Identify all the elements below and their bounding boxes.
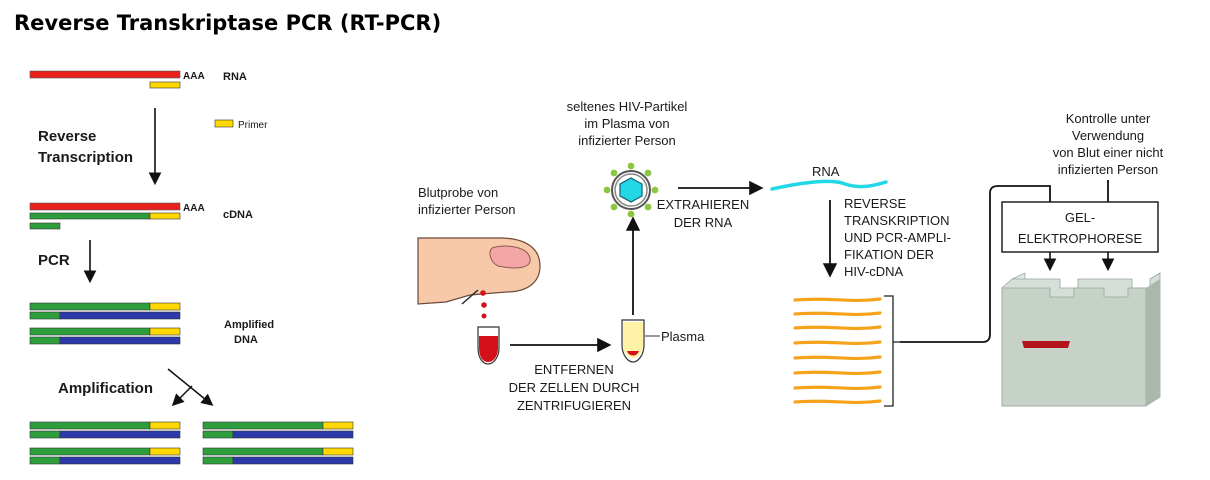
control-label-1: Kontrolle unter (1066, 111, 1151, 126)
remove-cells-label-1: ENTFERNEN (534, 362, 613, 377)
blood-drop-3 (481, 313, 487, 319)
pcr-label: PCR (38, 252, 70, 269)
extract-label-1: EXTRAHIEREN (657, 197, 749, 212)
rna-strand (29, 70, 181, 79)
plasma-label: Plasma (661, 329, 705, 344)
amplification-label: Amplification (58, 380, 153, 397)
amplification-arrow-right (167, 368, 214, 406)
control-label-4: infizierten Person (1058, 162, 1158, 177)
hiv-label-3: infizierter Person (578, 133, 676, 148)
blood-drop-1 (480, 290, 486, 296)
rt-label-3: UND PCR-AMPLI- (844, 230, 951, 245)
sample-to-gel-line (900, 185, 1051, 343)
cdna-green-strand (29, 212, 151, 220)
gel-slab (1001, 272, 1161, 407)
rna-label: RNA (223, 71, 247, 83)
amplification-arrow-left (171, 385, 193, 407)
gel-label-2: ELEKTROPHORESE (1018, 231, 1143, 246)
plasma-tube (621, 319, 645, 363)
gel-label-1: GEL- (1065, 210, 1095, 225)
rna-right-label: RNA (812, 164, 840, 179)
hiv-label-2: im Plasma von (584, 116, 669, 131)
amplified-dna-pair-2 (29, 327, 181, 345)
product-dna-4 (202, 447, 354, 465)
extract-label-2: DER RNA (674, 215, 733, 230)
product-dna-3 (202, 421, 354, 439)
primer-legend-label: Primer (238, 120, 268, 131)
primer-on-rna (149, 81, 181, 89)
right-panel: Blutprobe von infizierter Person ENTFERN… (417, 99, 1164, 413)
rt-label-1: REVERSE (844, 196, 906, 211)
hiv-particle-icon (603, 162, 659, 218)
gel-band (1022, 341, 1070, 348)
rt-label-5: HIV-cDNA (844, 264, 904, 279)
amplified-dna-pair-1 (29, 302, 181, 320)
amplified-cdna-strands (793, 297, 882, 405)
cdna-rna-strand (29, 202, 181, 211)
cdna-primer (149, 212, 181, 220)
strands-bracket (884, 295, 900, 407)
gel-electrophoresis-box (1001, 201, 1159, 253)
cdna-polya-label: AAA (183, 203, 205, 214)
remove-cells-label-2: DER ZELLEN DURCH (509, 380, 640, 395)
amplified-label: Amplified (224, 319, 274, 331)
finger-illustration (417, 237, 541, 305)
blood-sample-label-1: Blutprobe von (418, 185, 498, 200)
primer-legend-swatch (214, 119, 234, 128)
blood-drop-2 (481, 302, 487, 308)
page-title: Reverse Transkriptase PCR (RT-PCR) (14, 11, 442, 35)
polya-label: AAA (183, 71, 205, 82)
remove-cells-label-3: ZENTRIFUGIEREN (517, 398, 631, 413)
transcription-label: Transcription (38, 149, 133, 166)
control-label-3: von Blut einer nicht (1053, 145, 1164, 160)
blood-tube (477, 326, 500, 365)
dna-label: DNA (234, 334, 258, 346)
cdna-label: cDNA (223, 209, 253, 221)
product-dna-2 (29, 447, 181, 465)
control-label-2: Verwendung (1072, 128, 1144, 143)
blood-sample-label-2: infizierter Person (418, 202, 516, 217)
hiv-label-1: seltenes HIV-Partikel (567, 99, 688, 114)
reverse-label: Reverse (38, 128, 96, 145)
cdna-short-green (29, 222, 61, 230)
rna-squiggle (770, 179, 888, 191)
product-dna-1 (29, 421, 181, 439)
rt-label-2: TRANSKRIPTION (844, 213, 949, 228)
left-panel: AAA RNA Primer Reverse Transcription AAA… (29, 70, 354, 465)
rt-label-4: FIKATION DER (844, 247, 934, 262)
